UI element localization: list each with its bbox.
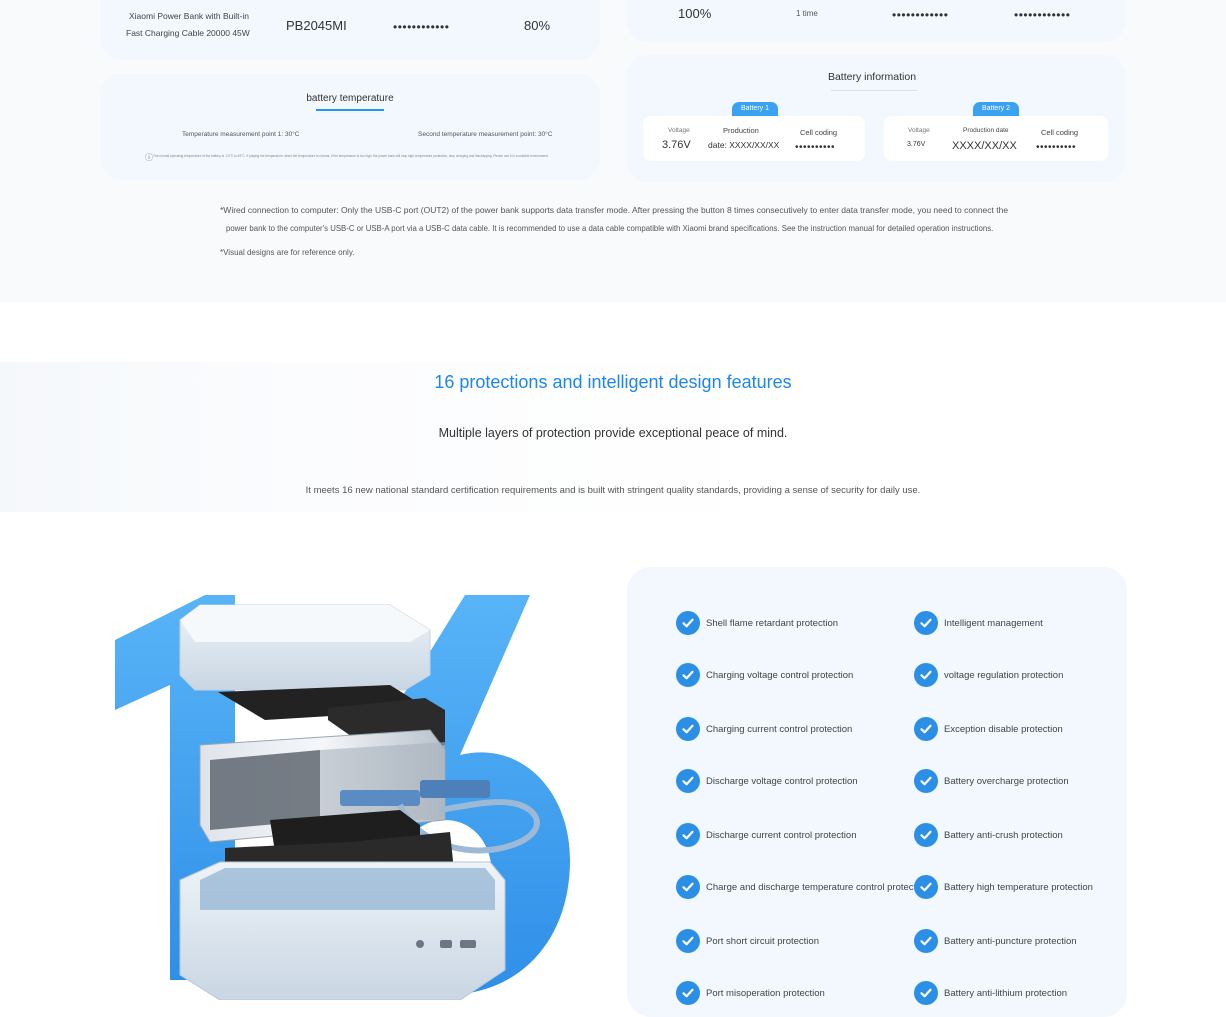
battery-1-voltage: 3.76V: [662, 139, 691, 151]
info-icon: ⓘ: [145, 153, 153, 162]
footnote-line-2: power bank to the computer's USB-C or US…: [226, 224, 994, 233]
temperature-note: The normal operating temperature of the …: [153, 154, 549, 158]
temperature-tab-underline: [316, 109, 384, 111]
checkmark-icon: [914, 981, 938, 1005]
temperature-point-1: Temperature measurement point 1: 30°C: [182, 131, 300, 138]
feature-label: Battery high temperature protection: [944, 881, 1093, 893]
feature-item: Shell flame retardant protection: [676, 610, 838, 636]
feature-item: voltage regulation protection: [914, 662, 1063, 688]
feature-label: Battery anti-crush protection: [944, 829, 1063, 841]
feature-label: Discharge current control protection: [706, 829, 857, 841]
checkmark-icon: [676, 717, 700, 741]
battery-2-voltage: 3.76V: [907, 141, 926, 148]
checkmark-icon: [676, 823, 700, 847]
protections-title: 16 protections and intelligent design fe…: [434, 372, 792, 392]
checkmark-icon: [676, 611, 700, 635]
masked-value-a: ••••••••••••: [892, 8, 949, 22]
checkmark-icon: [914, 929, 938, 953]
cycle-count: 1 time: [796, 9, 818, 18]
battery-1-coding-label: Cell coding: [800, 128, 838, 137]
feature-label: Exception disable protection: [944, 723, 1063, 735]
battery-information-card: Battery information Battery 1 Voltage 3.…: [626, 55, 1126, 182]
background-decoration: [0, 362, 780, 512]
footnote-line-1: *Wired connection to computer: Only the …: [220, 205, 1009, 215]
feature-label: Battery anti-lithium protection: [944, 987, 1068, 999]
product-name-line1: Xiaomi Power Bank with Built-in: [129, 11, 249, 21]
feature-label: voltage regulation protection: [944, 669, 1064, 681]
battery-information-tab[interactable]: Battery information: [827, 71, 917, 83]
checkmark-icon: [676, 875, 700, 899]
feature-item: Battery overcharge protection: [914, 768, 1069, 794]
battery-1-coding-value: ••••••••••: [795, 142, 836, 153]
checkmark-icon: [676, 663, 700, 687]
product-percent: 80%: [524, 18, 551, 33]
battery-1-panel: Voltage 3.76V Production date: XXXX/XX/X…: [643, 116, 865, 161]
battery-2-panel: Voltage 3.76V Production date XXXX/XX/XX…: [884, 116, 1108, 161]
feature-label: Shell flame retardant protection: [706, 617, 839, 629]
checkmark-icon: [676, 981, 700, 1005]
checkmark-icon: [676, 769, 700, 793]
feature-label: Charge and discharge temperature control…: [706, 881, 929, 893]
checkmark-icon: [914, 663, 938, 687]
feature-label: Discharge voltage control protection: [706, 775, 858, 787]
product-masked-serial: ••••••••••••: [393, 20, 450, 34]
feature-label: Port short circuit protection: [706, 935, 819, 947]
feature-item: Port misoperation protection: [676, 980, 825, 1006]
battery-2-production-value: XXXX/XX/XX: [952, 140, 1017, 152]
feature-item: Battery high temperature protection: [914, 874, 1093, 900]
masked-value-b: ••••••••••••: [1014, 8, 1071, 22]
cycle-info-card: 100% 1 time •••••••••••• ••••••••••••: [626, 0, 1126, 42]
feature-item: Intelligent management: [914, 610, 1043, 636]
checkmark-icon: [914, 769, 938, 793]
battery-1-pill: Battery 1: [732, 102, 778, 116]
battery-health-percent: 100%: [678, 6, 712, 21]
battery-2-coding-value: ••••••••••: [1036, 142, 1077, 153]
feature-label: Port misoperation protection: [706, 987, 825, 999]
battery-2-voltage-label: Voltage: [908, 127, 930, 134]
protections-subtitle: Multiple layers of protection provide ex…: [438, 426, 788, 440]
product-info-card: Xiaomi Power Bank with Built-in Fast Cha…: [100, 0, 600, 60]
battery-1-voltage-label: Voltage: [668, 127, 690, 134]
feature-label: Battery anti-puncture protection: [944, 935, 1077, 947]
battery-1-production-label: Production: [723, 126, 759, 135]
battery-1-production-value: date: XXXX/XX/XX: [708, 140, 780, 150]
checkmark-icon: [914, 823, 938, 847]
temperature-card: battery temperature Temperature measurem…: [100, 74, 600, 180]
temperature-tab[interactable]: battery temperature: [306, 93, 394, 104]
footnote-line-3: *Visual designs are for reference only.: [220, 248, 355, 257]
feature-item: Discharge current control protection: [676, 822, 857, 848]
feature-item: Charge and discharge temperature control…: [676, 874, 929, 900]
feature-label: Intelligent management: [944, 617, 1043, 629]
checkmark-icon: [914, 717, 938, 741]
feature-item: Exception disable protection: [914, 716, 1063, 742]
feature-item: Battery anti-puncture protection: [914, 928, 1077, 954]
feature-item: Discharge voltage control protection: [676, 768, 858, 794]
battery-2-pill: Battery 2: [973, 102, 1019, 116]
feature-item: Battery anti-crush protection: [914, 822, 1063, 848]
checkmark-icon: [914, 611, 938, 635]
feature-label: Charging current control protection: [706, 723, 853, 735]
checkmark-icon: [914, 875, 938, 899]
battery-2-production-label: Production date: [963, 127, 1009, 134]
feature-label: Battery overcharge protection: [944, 775, 1069, 787]
temperature-point-2: Second temperature measurement point: 30…: [418, 131, 553, 138]
checkmark-icon: [676, 929, 700, 953]
battery-2-coding-label: Cell coding: [1041, 128, 1079, 137]
feature-item: Charging current control protection: [676, 716, 852, 742]
feature-item: Battery anti-lithium protection: [914, 980, 1067, 1006]
feature-item: Port short circuit protection: [676, 928, 819, 954]
protections-description: It meets 16 new national standard certif…: [305, 485, 921, 496]
product-name-line2: Fast Charging Cable 20000 45W: [126, 28, 250, 38]
product-model: PB2045MI: [286, 18, 347, 33]
battery-information-tab-underline: [831, 90, 917, 91]
power-bank-exploded-illustration: [115, 595, 570, 1000]
feature-item: Charging voltage control protection: [676, 662, 853, 688]
feature-label: Charging voltage control protection: [706, 669, 854, 681]
